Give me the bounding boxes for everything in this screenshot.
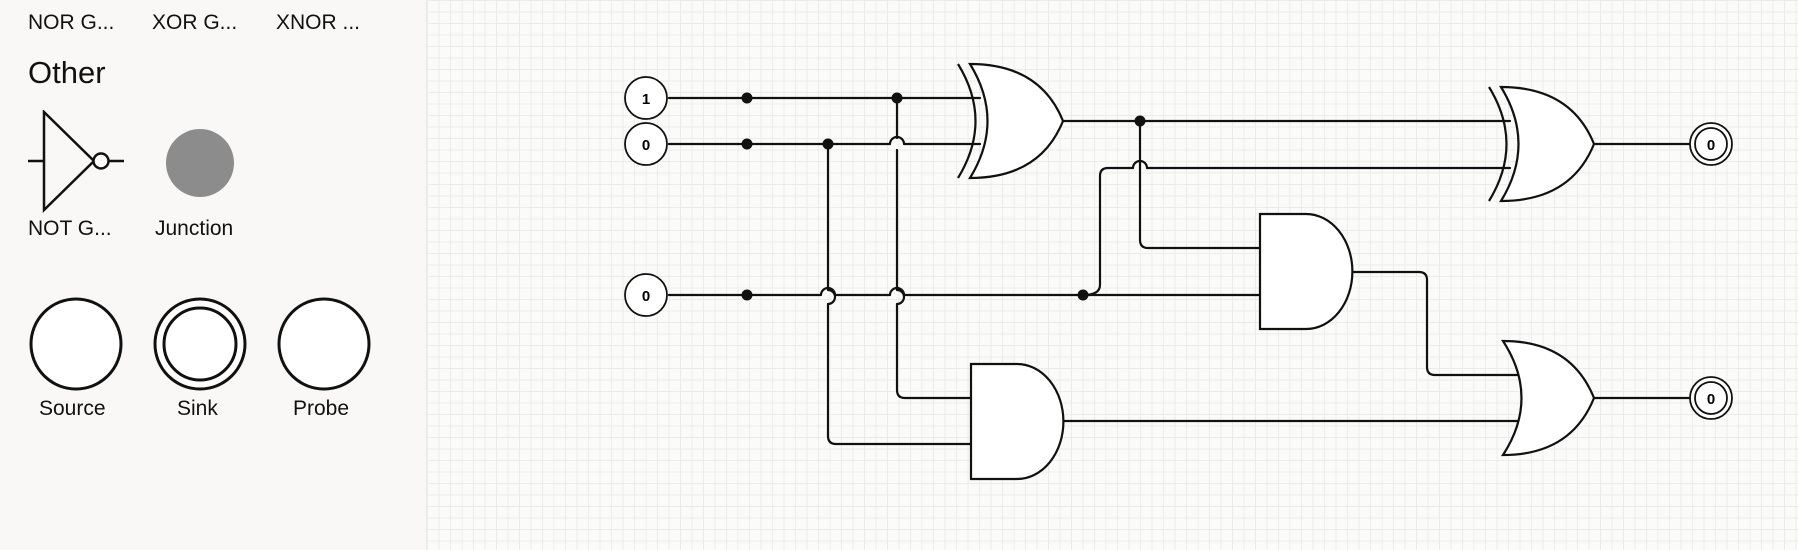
wire[interactable] <box>1350 270 1523 377</box>
palette-item-xor-gate[interactable]: XOR G... <box>152 11 238 34</box>
palette-label-source: Source <box>39 397 106 420</box>
not-gate-icon <box>28 110 124 213</box>
wire[interactable] <box>667 286 1262 297</box>
junction[interactable] <box>741 138 753 150</box>
wire[interactable] <box>1138 119 1262 250</box>
palette-label-not-gate: NOT G... <box>28 217 112 240</box>
source-node[interactable]: 0 <box>624 122 668 166</box>
junction[interactable] <box>1077 289 1089 301</box>
palette-item-nor-gate[interactable]: NOR G... <box>28 11 115 34</box>
component-palette: NOR G... XOR G... XNOR ... Other NOT G..… <box>0 0 426 550</box>
junction[interactable] <box>741 92 753 104</box>
palette-item-probe[interactable] <box>276 296 372 392</box>
xor-gate[interactable] <box>1488 85 1596 203</box>
source-node[interactable]: 0 <box>624 273 668 317</box>
junction[interactable] <box>1134 115 1146 127</box>
sink-value: 0 <box>1707 137 1715 154</box>
section-title-other: Other <box>28 55 106 90</box>
or-gate[interactable] <box>1500 339 1596 457</box>
sink-node[interactable]: 0 <box>1689 122 1733 166</box>
palette-item-xnor-gate[interactable]: XNOR ... <box>276 11 361 34</box>
and-gate[interactable] <box>969 362 1065 481</box>
palette-label-probe: Probe <box>293 397 350 420</box>
wire[interactable] <box>826 142 973 446</box>
palette-label-junction: Junction <box>155 217 234 240</box>
source-value: 0 <box>642 137 650 154</box>
wire[interactable] <box>895 96 973 400</box>
sink-node[interactable]: 0 <box>1689 376 1733 420</box>
palette-item-source[interactable] <box>28 296 124 392</box>
palette-item-sink[interactable] <box>152 296 248 392</box>
wire[interactable] <box>1081 159 1512 297</box>
palette-item-not-gate[interactable] <box>26 110 128 216</box>
sidebar-divider <box>426 0 427 550</box>
and-gate[interactable] <box>1258 212 1354 331</box>
junction[interactable] <box>822 138 834 150</box>
xor-gate[interactable] <box>957 62 1065 180</box>
junction[interactable] <box>741 289 753 301</box>
source-icon <box>29 297 123 391</box>
source-value: 1 <box>642 91 650 108</box>
junction-icon <box>166 129 234 197</box>
sink-icon <box>153 297 247 391</box>
source-value: 0 <box>642 288 650 305</box>
palette-label-sink: Sink <box>177 397 218 420</box>
probe-icon <box>277 297 371 391</box>
source-node[interactable]: 1 <box>624 76 668 120</box>
junction[interactable] <box>891 92 903 104</box>
sink-value: 0 <box>1707 391 1715 408</box>
palette-item-junction[interactable] <box>165 128 235 198</box>
